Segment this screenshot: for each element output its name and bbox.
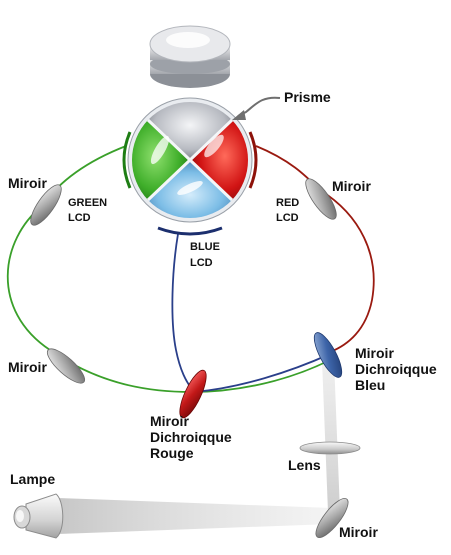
red-lcd-label-line2: LCD: [276, 212, 299, 224]
mirror-mid-left: [46, 348, 86, 384]
mirror-mid-left-label: Miroir: [8, 359, 47, 375]
prisme-label: Prisme: [284, 89, 331, 105]
vertical-light-beam: [322, 360, 340, 512]
green-lcd-panel: [122, 131, 132, 189]
blue-lcd-panel: [157, 226, 223, 236]
lamp-label: Lampe: [10, 471, 55, 487]
lamp: [13, 493, 64, 539]
mirror-top-left-label: Miroir: [8, 175, 47, 191]
mirror-top-right: [305, 178, 337, 220]
mirror-top-left: [30, 184, 62, 226]
dichroic-red-label-line3: Rouge: [150, 445, 194, 461]
dichroic-mirror-blue: [313, 332, 343, 378]
blue-lcd-label-line2: LCD: [190, 257, 213, 269]
dichroic-red-label-line2: Dichroiqque: [150, 429, 232, 445]
prism-grey-quadrant: [148, 102, 232, 160]
prism-pointer-arrowhead: [232, 110, 246, 120]
prism-red-quadrant: [190, 120, 248, 200]
blue-lcd-label-line1: BLUE: [190, 241, 220, 253]
dichroic-mirror-red: [179, 369, 207, 419]
prism: [122, 97, 258, 236]
lamp-light-beam: [58, 498, 332, 534]
red-lcd-label-line1: RED: [276, 197, 299, 209]
red-light-path: [255, 145, 375, 353]
dichroic-red-label-line1: Miroir: [150, 413, 189, 429]
green-lcd-label-line1: GREEN: [68, 197, 107, 209]
red-lcd-panel: [248, 131, 258, 189]
projection-lens: [149, 25, 231, 88]
dichroic-blue-label-line3: Bleu: [355, 377, 385, 393]
mirror-bottom: [315, 498, 349, 538]
prism-green-quadrant: [132, 120, 190, 200]
blue-light-path: [171, 233, 331, 393]
lens-label: Lens: [288, 457, 321, 473]
mirror-bottom-label: Miroir: [339, 524, 378, 540]
mirror-top-right-label: Miroir: [332, 178, 371, 194]
condenser-lens: [299, 441, 361, 455]
green-lcd-label-line2: LCD: [68, 212, 91, 224]
dichroic-blue-label-line2: Dichroiqque: [355, 361, 437, 377]
prism-pointer-arrow: [237, 96, 281, 117]
dichroic-blue-label-line1: Miroir: [355, 345, 394, 361]
